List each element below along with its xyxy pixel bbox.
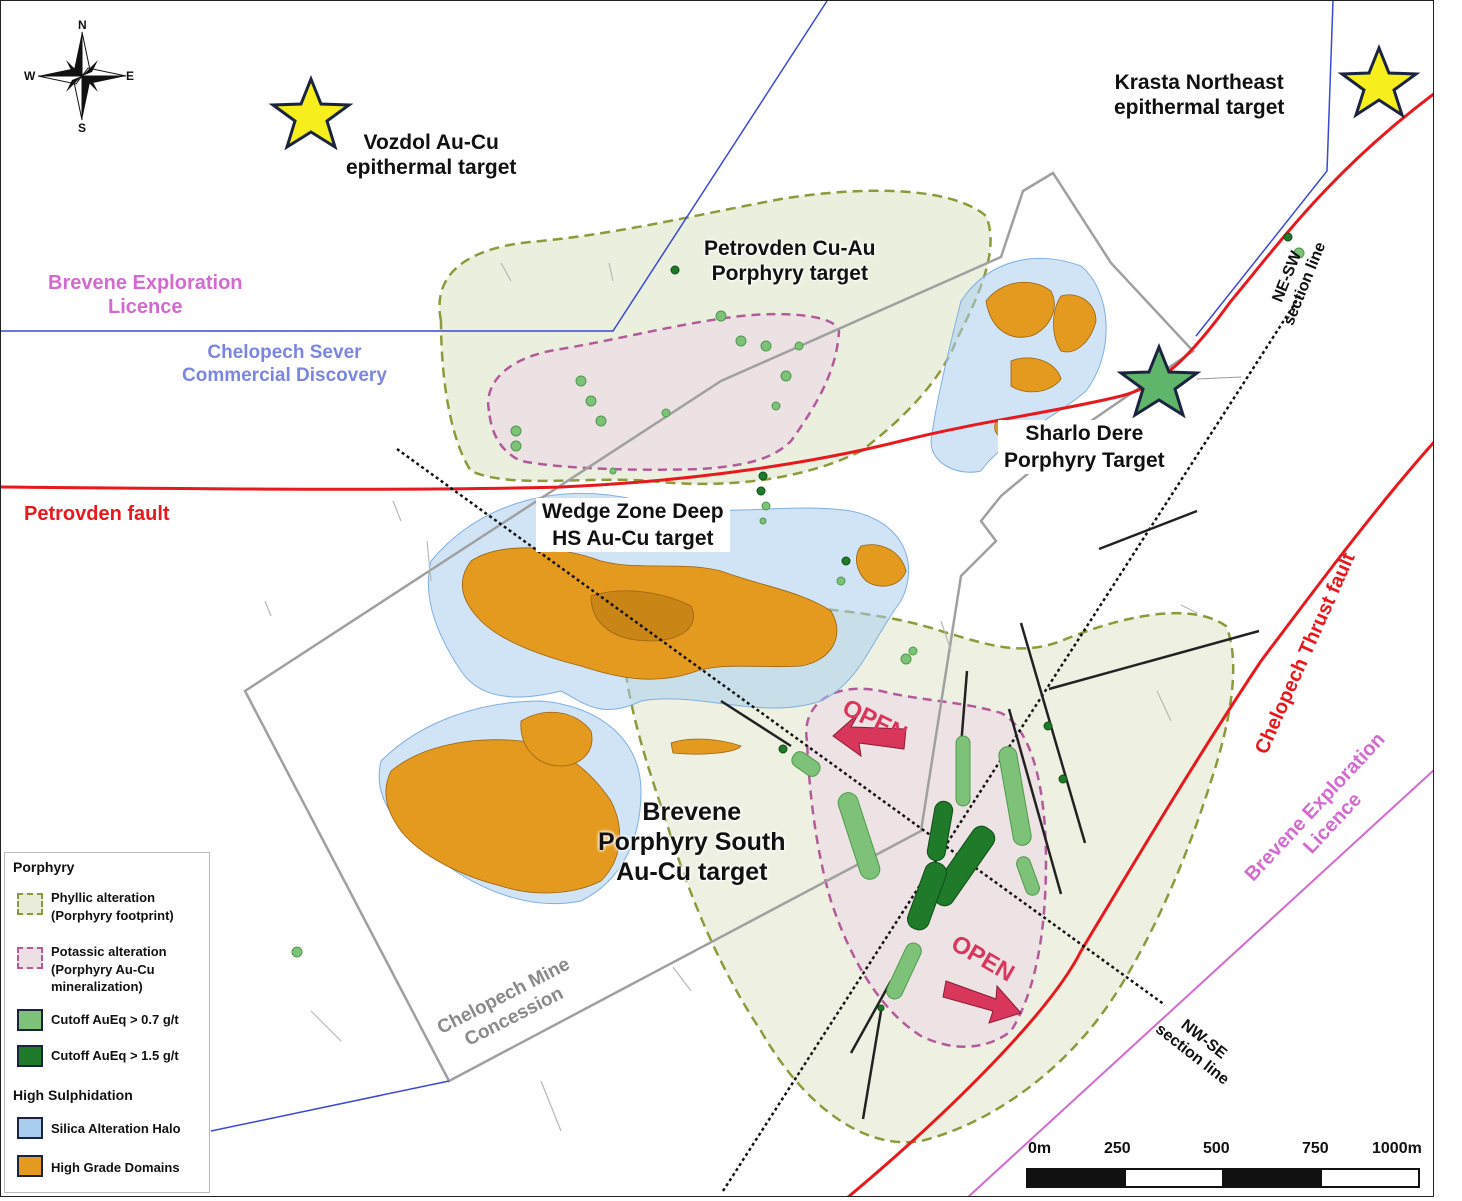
legend-potassic-line1: Potassic alteration bbox=[51, 944, 167, 959]
legend-silica-text: Silica Alteration Halo bbox=[51, 1121, 181, 1136]
label-wedge-zone-line1: Wedge Zone Deep bbox=[536, 498, 730, 526]
label-brevene-licence-nw: Brevene Exploration Licence bbox=[48, 271, 243, 319]
vozdol-star bbox=[268, 74, 354, 151]
compass-w: W bbox=[24, 69, 36, 83]
legend-potassic-text: Potassic alteration (Porphyry Au-Cu mine… bbox=[51, 943, 167, 996]
label-krasta: Krasta Northeast epithermal target bbox=[1114, 70, 1284, 120]
label-sharlo-dere-line2: Porphyry Target bbox=[998, 447, 1171, 475]
scale-bar: 0m 250 500 750 1000m bbox=[1026, 1140, 1426, 1192]
scale-segment-1 bbox=[1026, 1168, 1126, 1188]
scale-tick-250: 250 bbox=[1104, 1140, 1131, 1157]
cutoff-07-intersections bbox=[291, 247, 1305, 1000]
petrovden-fault bbox=[1, 92, 1433, 491]
compass-icon bbox=[37, 31, 127, 121]
legend-porphyry-title: Porphyry bbox=[13, 859, 75, 875]
potassic-zone-north bbox=[486, 312, 841, 471]
label-chelopech-sever-line2: Commercial Discovery bbox=[182, 364, 387, 386]
scale-tick-750: 750 bbox=[1302, 1140, 1329, 1157]
sharlo-dere-star bbox=[1116, 342, 1202, 419]
map-legend: Porphyry Phyllic alteration (Porphyry fo… bbox=[4, 852, 210, 1193]
legend-silica-swatch bbox=[17, 1117, 43, 1139]
label-chelopech-sever-line1: Chelopech Sever bbox=[207, 342, 362, 363]
compass-rose: N S E W bbox=[20, 18, 140, 136]
label-brevene-south-line2: Porphyry South bbox=[598, 828, 786, 856]
label-chelopech-sever: Chelopech Sever Commercial Discovery bbox=[182, 342, 387, 388]
label-petrovden-target: Petrovden Cu-Au Porphyry target bbox=[704, 236, 876, 286]
label-petrovden-fault: Petrovden fault bbox=[24, 503, 170, 525]
label-petrovden-target-line2: Porphyry target bbox=[711, 262, 868, 286]
ne-sw-section-line bbox=[721, 293, 1303, 1192]
legend-cutoff-15-swatch bbox=[17, 1045, 43, 1067]
sharlo-dere-leader bbox=[1196, 376, 1242, 380]
krasta-star bbox=[1337, 43, 1421, 119]
map-canvas bbox=[1, 1, 1433, 1196]
licence-boundary-pink bbox=[967, 769, 1433, 1196]
legend-phyllic-swatch bbox=[17, 893, 43, 915]
legend-potassic-line2: (Porphyry Au-Cu bbox=[51, 961, 155, 977]
legend-cutoff-07-text: Cutoff AuEq > 0.7 g/t bbox=[51, 1012, 179, 1027]
label-vozdol-line2: epithermal target bbox=[346, 156, 517, 180]
open-arrow-se bbox=[942, 980, 1022, 1024]
chelopech-thrust-fault bbox=[847, 440, 1433, 1196]
scale-tick-1000: 1000m bbox=[1372, 1140, 1422, 1157]
label-vozdol: Vozdol Au-Cu epithermal target bbox=[346, 130, 516, 180]
scale-segment-4 bbox=[1320, 1168, 1420, 1188]
minor-structures bbox=[264, 262, 1198, 1132]
legend-phyllic-line1: Phyllic alteration bbox=[51, 890, 156, 905]
compass-s: S bbox=[78, 121, 87, 135]
open-arrow-nw bbox=[832, 712, 907, 758]
legend-hs-title: High Sulphidation bbox=[13, 1087, 133, 1103]
label-krasta-line1: Krasta Northeast bbox=[1114, 71, 1284, 94]
licence-boundaries-blue bbox=[1, 1, 1334, 1132]
cutoff-15-intersections bbox=[670, 232, 1293, 1012]
label-brevene-south-line1: Brevene bbox=[642, 798, 742, 826]
label-brevene-south: Brevene Porphyry South Au-Cu target bbox=[598, 797, 786, 887]
scale-tick-500: 500 bbox=[1203, 1140, 1230, 1157]
label-vozdol-line1: Vozdol Au-Cu bbox=[363, 131, 499, 154]
high-grade-domains bbox=[385, 282, 1097, 894]
label-sharlo-dere: Sharlo Dere Porphyry Target bbox=[998, 420, 1171, 475]
label-sharlo-dere-line1: Sharlo Dere bbox=[998, 420, 1171, 448]
legend-potassic-line3: mineralization) bbox=[51, 979, 143, 995]
legend-cutoff-15-text: Cutoff AuEq > 1.5 g/t bbox=[51, 1048, 179, 1063]
label-petrovden-target-line1: Petrovden Cu-Au bbox=[704, 237, 876, 260]
label-wedge-zone-line2: HS Au-Cu target bbox=[536, 525, 730, 553]
legend-high-grade-text: High Grade Domains bbox=[51, 1160, 180, 1175]
label-brevene-licence-nw-line2: Licence bbox=[108, 296, 183, 318]
scale-tick-0: 0m bbox=[1028, 1140, 1052, 1157]
map-frame bbox=[0, 0, 1434, 1197]
legend-potassic-swatch bbox=[17, 947, 43, 969]
compass-e: E bbox=[126, 69, 135, 83]
legend-phyllic-text: Phyllic alteration (Porphyry footprint) bbox=[51, 889, 174, 924]
compass-n: N bbox=[78, 18, 87, 32]
label-krasta-line2: epithermal target bbox=[1114, 96, 1285, 120]
scale-segment-3 bbox=[1222, 1168, 1322, 1188]
scale-segment-2 bbox=[1124, 1168, 1224, 1188]
label-brevene-licence-nw-line1: Brevene Exploration bbox=[48, 272, 243, 294]
label-brevene-south-line3: Au-Cu target bbox=[616, 858, 768, 886]
drill-traces bbox=[720, 509, 1260, 1120]
legend-cutoff-07-swatch bbox=[17, 1009, 43, 1031]
legend-high-grade-swatch bbox=[17, 1155, 43, 1177]
legend-phyllic-line2: (Porphyry footprint) bbox=[51, 907, 174, 923]
label-wedge-zone: Wedge Zone Deep HS Au-Cu target bbox=[536, 498, 730, 553]
nw-se-section-line bbox=[396, 447, 1166, 1007]
